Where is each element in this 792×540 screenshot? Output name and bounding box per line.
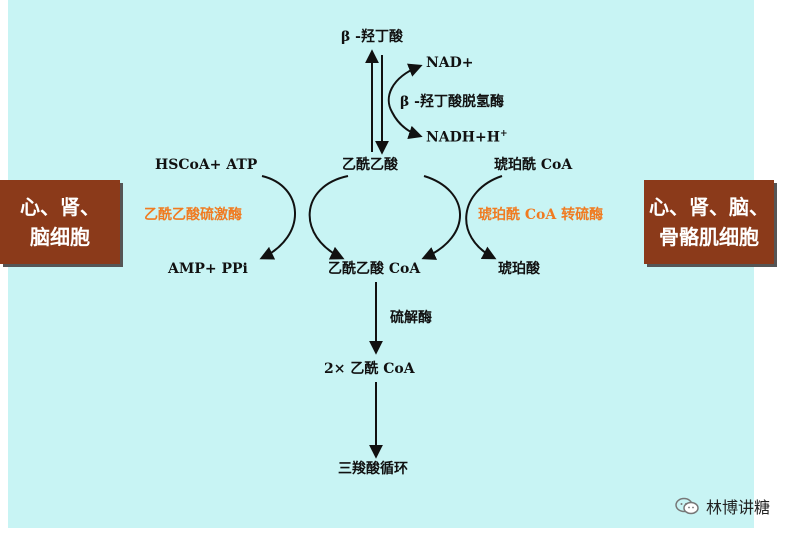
thiolase-label: 硫解酶 (390, 310, 432, 326)
two-acetyl-coa-label: 2× 乙酰 CoA (324, 361, 415, 377)
acetoacetyl-coa-label: 乙酰乙酸 CoA (328, 261, 421, 277)
arrow-acetoacetate-to-acetoacetylcoa-left (308, 175, 349, 260)
nad-nadh-curve (387, 63, 423, 140)
nadh-label: NADH+H+ (426, 129, 508, 146)
nad-plus-label: NAD+ (426, 55, 474, 71)
tissue-right-line1: 心、肾、脑、 (649, 195, 769, 219)
arrow-hscoa-to-amp (259, 175, 296, 260)
bhb-dehydrogenase-label: β -羟丁酸脱氢酶 (400, 94, 504, 110)
arrow-acetoacetate-to-acetoacetylcoa-right (421, 175, 461, 260)
succinyl-coa-label: 琥珀酰 CoA (494, 157, 573, 173)
succinyl-coa-transferase-label: 琥珀酰 CoA 转硫酶 (478, 207, 604, 223)
watermark: 林博讲糖 (674, 494, 770, 518)
arrow-succinylcoa-to-succinate (465, 175, 503, 260)
watermark-text: 林博讲糖 (705, 498, 770, 517)
tca-cycle-label: 三羧酸循环 (338, 461, 408, 477)
acetoacetate-label: 乙酰乙酸 (342, 157, 398, 173)
amp-ppi-label: AMP+ PPi (168, 261, 248, 277)
beta-hydroxybutyrate-label: β -羟丁酸 (341, 29, 403, 45)
succinate-label: 琥珀酸 (498, 261, 540, 277)
hscoa-atp-label: HSCoA+ ATP (155, 157, 258, 173)
tissue-box-left: 心、肾、脑细胞 (0, 180, 120, 264)
tissue-right-line2: 骨骼肌细胞 (659, 225, 759, 249)
acetoacetate-thiokinase-label: 乙酰乙酸硫激酶 (144, 207, 242, 223)
wechat-icon (675, 497, 699, 515)
tissue-left-line2: 脑细胞 (30, 225, 90, 249)
tissue-box-right: 心、肾、脑、骨骼肌细胞 (644, 180, 774, 264)
tissue-left-line1: 心、肾、 (20, 195, 100, 219)
